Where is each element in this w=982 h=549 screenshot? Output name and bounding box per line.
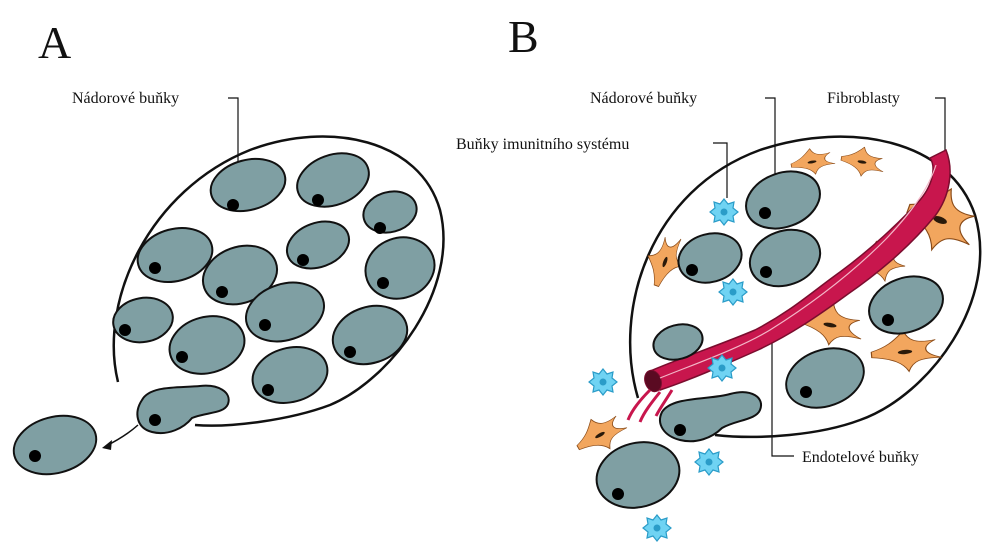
- nucleus: [674, 424, 686, 436]
- panel-b-endo-label: Endotelové buňky: [802, 449, 919, 466]
- immune-cell: [708, 355, 736, 381]
- tumor-cell: [778, 338, 872, 418]
- immune-cell: [643, 515, 671, 541]
- tumor-cell: [742, 220, 828, 295]
- tumor-cell: [246, 339, 333, 411]
- panel-b-tumor-leader: [765, 98, 775, 182]
- tumor-cell: [325, 297, 415, 374]
- tumor-cell: [359, 186, 422, 239]
- fibroblast: [839, 144, 887, 180]
- immune-cell: [710, 199, 738, 225]
- tumor-cell: [357, 228, 443, 308]
- tumor-cell: [280, 213, 355, 276]
- immune-cell: [589, 369, 617, 395]
- panel-b-tumor-cells: [649, 162, 950, 418]
- panel-b-migrating-cell: [660, 392, 761, 441]
- tumor-cell: [290, 144, 377, 216]
- panel-b-immune-label: Buňky imunitního systému: [456, 136, 629, 153]
- immune-cell: [719, 279, 747, 305]
- tumor-cell: [861, 267, 951, 344]
- panel-b-letter: B: [508, 11, 539, 62]
- tumor-cell: [163, 308, 251, 382]
- panel-a-tumor-label: Nádorové buňky: [72, 90, 179, 107]
- immune-cell: [695, 449, 723, 475]
- arrow-head: [102, 440, 112, 450]
- panel-a-letter: A: [38, 17, 71, 68]
- panel-b-fibro-label: Fibroblasty: [827, 90, 900, 107]
- panel-a-tumor-cells: [110, 144, 444, 411]
- tumor-cell: [673, 227, 747, 290]
- panel-a-escaped-cell: [7, 407, 103, 483]
- panel-b-tumor-label: Nádorové buňky: [590, 90, 697, 107]
- nucleus: [149, 414, 161, 426]
- tumor-cell: [205, 151, 291, 219]
